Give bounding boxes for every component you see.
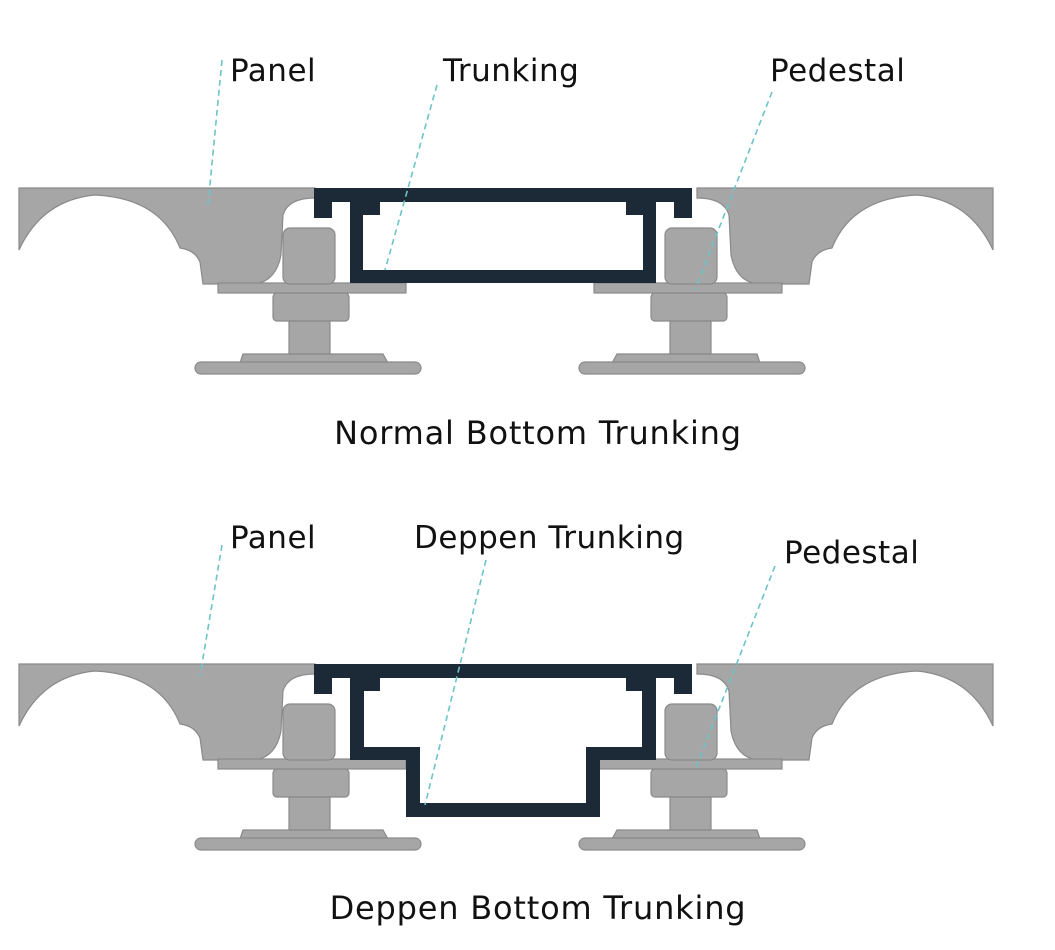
deep-trunking-shape: [314, 664, 692, 817]
panel-leader-line: [199, 544, 223, 677]
panels-and-pedestals: [19, 664, 993, 850]
trunking-leader-line: [384, 84, 438, 271]
deep-caption: Deppen Bottom Trunking: [330, 889, 747, 927]
pedestal-label: Pedestal: [770, 53, 905, 89]
normal-trunking-shape: [314, 188, 692, 283]
deep-trunking-diagram: Panel Deppen Trunking Pedestal Deppen Bo…: [19, 520, 993, 927]
pedestal-leader-line: [694, 565, 776, 771]
panel-label: Panel: [230, 520, 316, 556]
normal-trunking-diagram: Panel Trunking Pedestal Normal Bottom Tr…: [19, 53, 993, 452]
trunking-leader-line: [424, 559, 487, 806]
panel-leader-line: [207, 59, 223, 206]
pedestal-label: Pedestal: [784, 535, 919, 571]
trunking-label: Trunking: [442, 53, 579, 89]
normal-caption: Normal Bottom Trunking: [334, 414, 742, 452]
pedestal-leader-line: [694, 91, 773, 291]
panel-label: Panel: [230, 53, 316, 89]
trunking-label: Deppen Trunking: [414, 520, 685, 556]
